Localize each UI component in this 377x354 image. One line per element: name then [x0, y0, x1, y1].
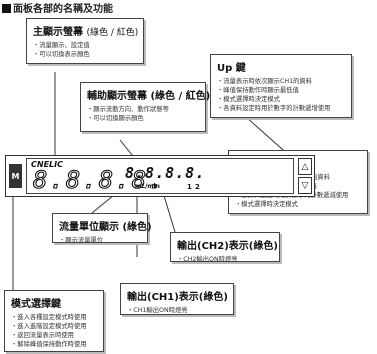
- up-button[interactable]: △: [298, 158, 312, 175]
- output-ch1-indicator: 1: [187, 183, 192, 191]
- callout-title: 輸出(CH2)表示(綠色): [177, 241, 278, 252]
- panel-device: M CNELIC 8.8.8.8. 8.8.8.8. mL/min 1 2 △ …: [5, 155, 315, 197]
- callout-item: 解除峰值保持動作時使用: [11, 340, 97, 349]
- callout-title: Up 鍵: [217, 63, 246, 74]
- callout-item: 峰值保持動作時顯示最低值: [217, 86, 345, 95]
- up-triangle-icon: △: [301, 161, 309, 172]
- section-heading: 面板各部的名稱及功能: [2, 0, 113, 15]
- callout-item: 顯示流量單位: [59, 236, 141, 245]
- callout-item: 模式選擇時決定模式: [217, 95, 345, 104]
- callout-item: 進入進階設定模式時使用: [11, 322, 97, 331]
- callout-title: 模式選擇鍵: [11, 299, 61, 310]
- callout-item: CH2輸出ON時燈亮: [177, 255, 273, 264]
- callout-item: 返回流量表示時使用: [11, 331, 97, 340]
- callout-item: 流量顯示、設定值: [33, 41, 137, 50]
- sub-display-digits: 8.8.8.8.: [125, 164, 206, 182]
- heading-text: 面板各部的名稱及功能: [13, 4, 113, 15]
- callout-item: CH1輸出ON時燈亮: [127, 306, 227, 315]
- callout-title: 輸出(CH1)表示(綠色): [127, 292, 228, 303]
- main-display-digits: 8.8.8.8.: [32, 166, 165, 194]
- callout-main-display: 主顯示螢幕 (綠色 / 紅色) 流量顯示、設定值 可以切換表示顏色: [26, 18, 144, 64]
- callout-item: 各資料設定時用於數字的計數遞增使用: [217, 104, 345, 113]
- callout-output-ch2: 輸出(CH2)表示(綠色) CH2輸出ON時燈亮: [170, 232, 280, 264]
- callout-title: 主顯示螢幕 (綠色 / 紅色): [33, 27, 139, 38]
- callout-item: 進入各種設定模式時使用: [11, 313, 97, 322]
- callout-unit-display: 流量單位顯示 (綠色) 顯示流量單位: [52, 213, 152, 245]
- heading-bullet-icon: [2, 4, 11, 13]
- unit-indicator: mL/min: [135, 183, 160, 190]
- down-triangle-icon: ▽: [301, 180, 309, 191]
- display-screen: CNELIC 8.8.8.8. 8.8.8.8. mL/min 1 2: [26, 158, 294, 194]
- callout-item: 顯示流動方向、動作狀態等: [87, 105, 199, 114]
- mode-button[interactable]: M: [9, 164, 22, 188]
- callout-title: 輔助顯示螢幕 (綠色 / 紅色): [87, 91, 211, 102]
- callout-item: 可以切換顯示顏色: [87, 114, 199, 123]
- callout-item: 模式選擇時決定模式: [235, 200, 361, 209]
- callout-up-key: Up 鍵 流量表示時依次顯示CH1的資料 峰值保持動作時顯示最低值 模式選擇時決…: [210, 54, 352, 118]
- output-ch2-indicator: 2: [195, 183, 200, 191]
- callout-item: 流量表示時依次顯示CH1的資料: [217, 77, 345, 86]
- callout-sub-display: 輔助顯示螢幕 (綠色 / 紅色) 顯示流動方向、動作狀態等 可以切換顯示顏色: [80, 82, 211, 132]
- callout-output-ch1: 輸出(CH1)表示(綠色) CH1輸出ON時燈亮: [120, 283, 234, 315]
- brand-logo: CNELIC: [31, 160, 63, 169]
- down-button[interactable]: ▽: [298, 177, 312, 194]
- callout-title: 流量單位顯示 (綠色): [59, 222, 152, 233]
- callout-item: 可以切換表示顏色: [33, 50, 137, 59]
- callout-mode-key: 模式選擇鍵 進入各種設定模式時使用 進入進階設定模式時使用 返回流量表示時使用 …: [4, 290, 104, 352]
